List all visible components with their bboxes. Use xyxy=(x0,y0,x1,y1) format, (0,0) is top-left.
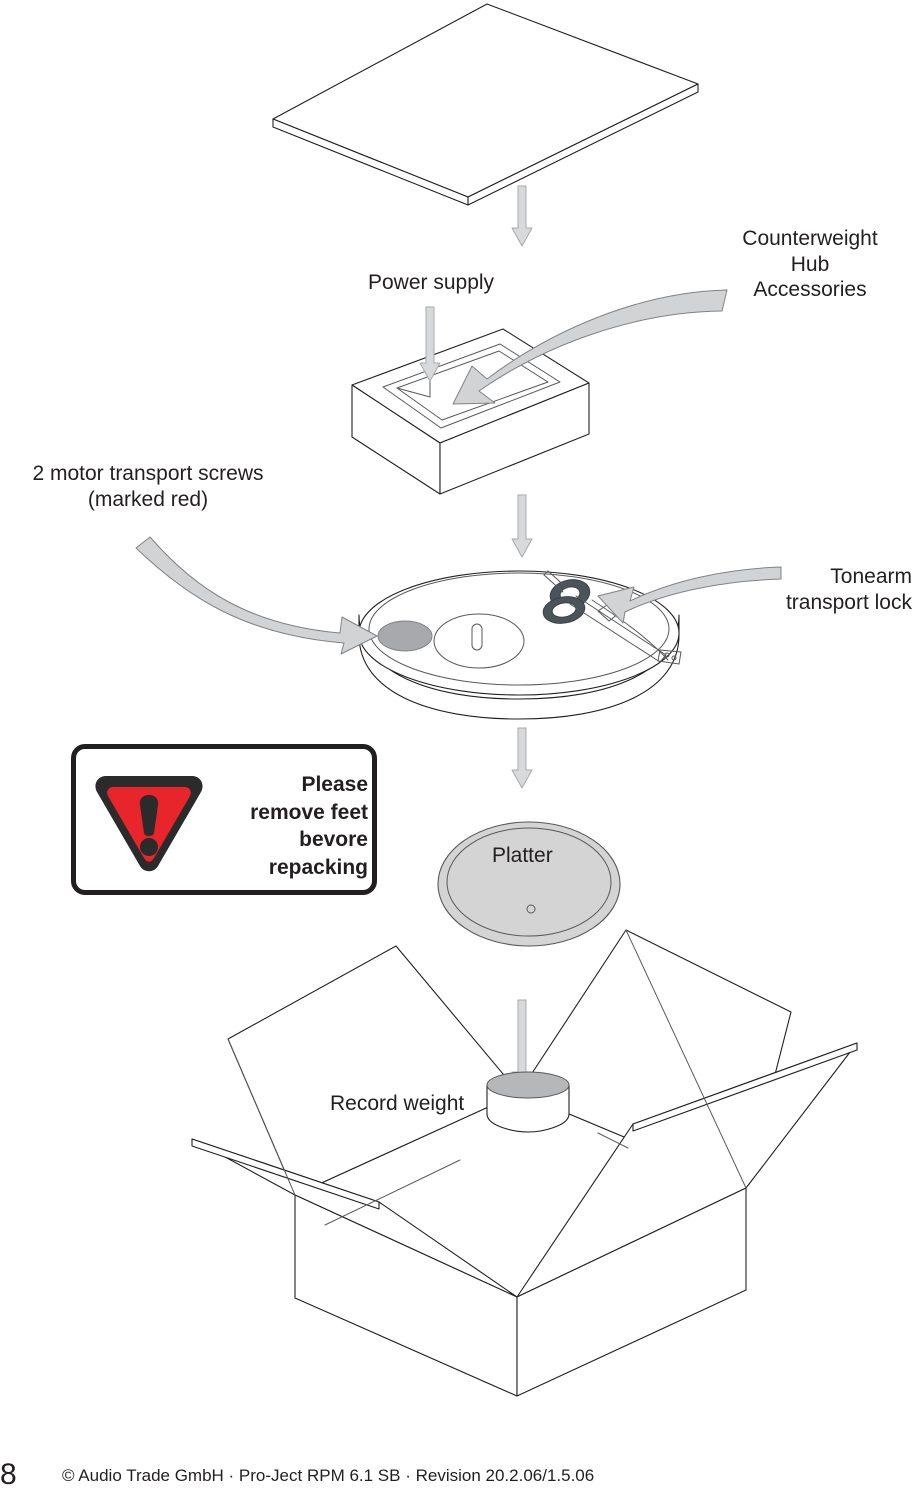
arrow-power-supply xyxy=(419,306,441,382)
arrow-tonearm-lock xyxy=(597,566,782,624)
label-power-supply: Power supply xyxy=(368,271,495,294)
turntable-plinth xyxy=(358,570,682,720)
arrow-motor-screws xyxy=(135,536,378,655)
label-record-weight: Record weight xyxy=(330,1092,465,1115)
page-number: 8 xyxy=(0,1458,17,1491)
label-tonearm-transport-lock: Tonearm transport lock xyxy=(785,565,912,614)
warning-text: Please remove feet bevore repacking xyxy=(250,773,368,880)
arrow-counterweight-hub-accessories xyxy=(452,289,728,405)
page-footer: 8 © Audio Trade GmbH · Pro-Ject RPM 6.1 … xyxy=(0,1458,912,1502)
label-platter: Platter xyxy=(492,844,553,867)
foam-insert-box xyxy=(351,328,590,495)
top-cover-panel xyxy=(272,3,699,206)
warning-callout-box: Please remove feet bevore repacking xyxy=(71,744,377,895)
footer-copyright-text: © Audio Trade GmbH · Pro-Ject RPM 6.1 SB… xyxy=(62,1466,595,1485)
arrow-cover-to-foam xyxy=(511,185,533,247)
arrow-foam-to-plinth xyxy=(511,494,533,558)
warning-triangle-exclamation-icon xyxy=(95,776,203,872)
platter xyxy=(437,821,621,947)
cardboard-box xyxy=(191,929,858,1397)
label-counterweight-hub-accessories: Counterweight Hub Accessories xyxy=(742,227,878,302)
label-motor-transport-screws: 2 motor transport screws (marked red) xyxy=(32,462,264,511)
record-weight xyxy=(486,1071,570,1133)
arrow-plinth-to-platter xyxy=(511,727,533,789)
